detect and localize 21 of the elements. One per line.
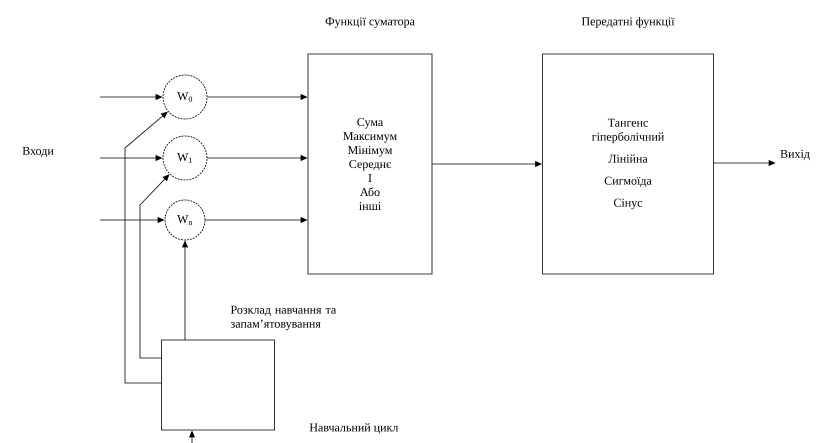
transfer-function-box: Тангенс гіперболічний Лінійна Сигмоїда Сінус <box>542 54 714 274</box>
node-label: Сума <box>357 118 384 129</box>
arrow <box>124 112 168 384</box>
node-label: Тангенс гіперболічний <box>592 118 664 144</box>
node-label: Мінімум <box>348 146 392 157</box>
caption-text: Розклад навчання та запам’ятовування <box>230 306 336 330</box>
input-label: Входи <box>22 146 54 158</box>
node-label: Середнє <box>349 160 391 171</box>
box-heading: Передатні функції <box>582 16 675 28</box>
node-label: Максимум <box>343 132 397 143</box>
output-label: Вихід <box>780 150 810 160</box>
node-label: Або <box>360 187 380 196</box>
node-label: Лінійна <box>608 154 648 163</box>
node-label: Сінус <box>614 198 642 210</box>
node-label: І <box>368 174 372 182</box>
box-heading: Функції суматора <box>326 17 415 28</box>
learning-box <box>161 340 275 430</box>
node-label: інші <box>359 202 381 210</box>
node-label: Сигмоїда <box>604 176 652 187</box>
summator-box: Сума Максимум Мінімум Середнє І Або інші <box>308 54 432 274</box>
caption-text: Навчальний цикл <box>310 423 398 434</box>
